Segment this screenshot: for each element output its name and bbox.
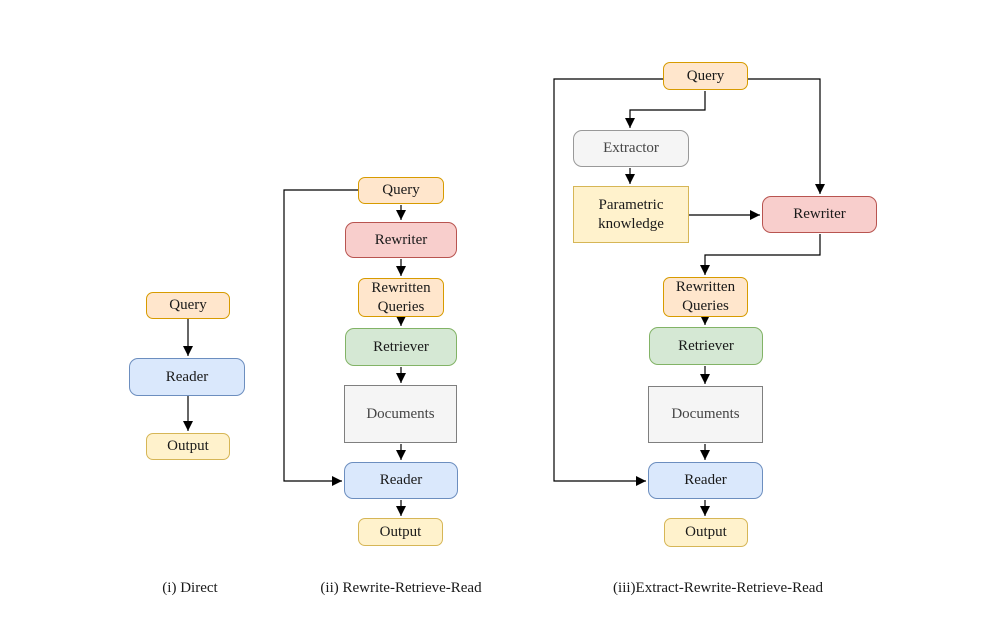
errr-rewritten-queries-node: Rewritten Queries xyxy=(663,277,748,317)
arrow-errr-rewriter-to-rewritten xyxy=(699,234,821,275)
caption-direct: (i) Direct xyxy=(162,580,218,596)
arrow-errr-query-to-extractor xyxy=(624,91,706,128)
arrow-rrr-query-bypass-to-reader xyxy=(283,189,358,487)
direct-reader-node: Reader xyxy=(129,358,245,396)
caption-extract-rewrite-retrieve-read: (iii)Extract-Rewrite-Retrieve-Read xyxy=(613,580,823,596)
errr-query-node: Query xyxy=(663,62,748,90)
rrr-rewritten-queries-node: Rewritten Queries xyxy=(358,278,444,317)
errr-extractor-node: Extractor xyxy=(573,130,689,167)
rrr-rewriter-node: Rewriter xyxy=(345,222,457,258)
rrr-retriever-node: Retriever xyxy=(345,328,457,366)
errr-parametric-knowledge-node: Parametric knowledge xyxy=(573,186,689,243)
caption-rewrite-retrieve-read: (ii) Rewrite-Retrieve-Read xyxy=(320,580,482,596)
direct-output-node: Output xyxy=(146,433,230,460)
errr-documents-node: Documents xyxy=(648,386,763,443)
rrr-output-node: Output xyxy=(358,518,443,546)
direct-query-node: Query xyxy=(146,292,230,319)
arrow-errr-query-bypass-to-reader xyxy=(553,78,663,487)
rrr-documents-node: Documents xyxy=(344,385,457,443)
errr-output-node: Output xyxy=(664,518,748,547)
rrr-reader-node: Reader xyxy=(344,462,458,499)
arrow-errr-query-to-rewriter xyxy=(748,78,826,194)
errr-retriever-node: Retriever xyxy=(649,327,763,365)
errr-rewriter-node: Rewriter xyxy=(762,196,877,233)
rrr-query-node: Query xyxy=(358,177,444,204)
errr-reader-node: Reader xyxy=(648,462,763,499)
